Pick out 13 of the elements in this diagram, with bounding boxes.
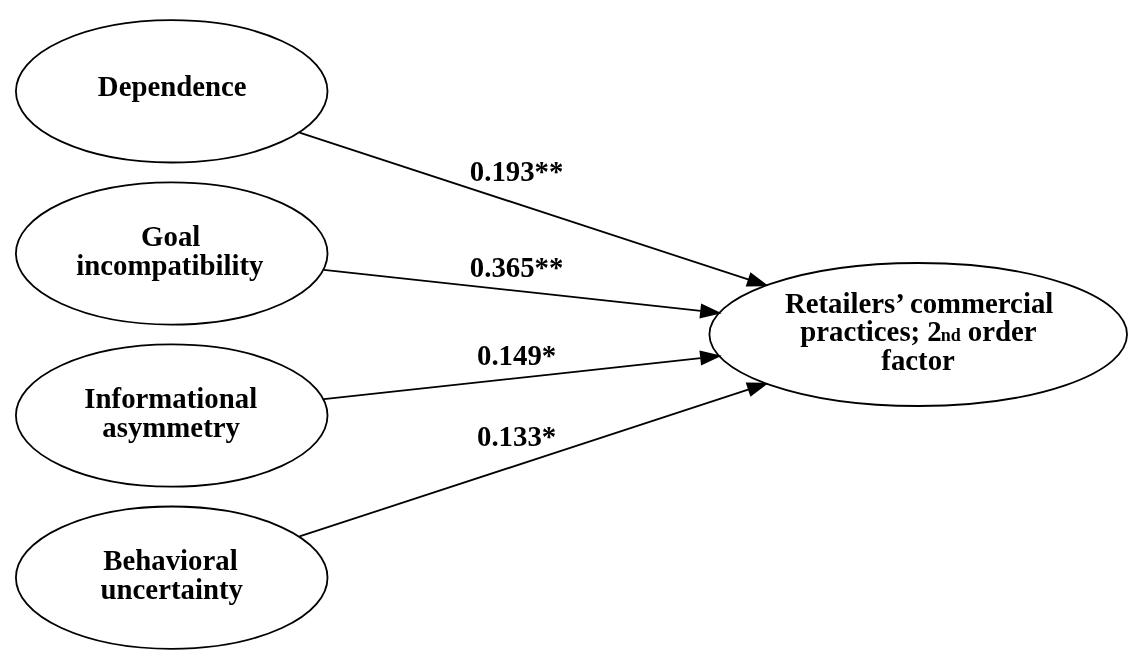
- node-ellipse: Dependence: [15, 18, 329, 163]
- node-ellipse: Goal incompatibility: [15, 180, 329, 325]
- edge-label: 0.193**: [469, 154, 564, 187]
- edge-label: 0.133*: [477, 419, 557, 452]
- arrow: [322, 350, 722, 400]
- node-ellipse: Informational asymmetry: [15, 343, 329, 488]
- edge-label: 0.365**: [469, 250, 564, 282]
- arrow: [322, 268, 722, 318]
- edge-label: 0.149*: [477, 338, 557, 371]
- node-ellipse: Retailers’ commercial practices; 2nd order factor: [708, 261, 1128, 407]
- arrow: [298, 381, 769, 537]
- arrow: [298, 131, 769, 287]
- node-ellipse: Behavioral uncertainty: [15, 505, 329, 650]
